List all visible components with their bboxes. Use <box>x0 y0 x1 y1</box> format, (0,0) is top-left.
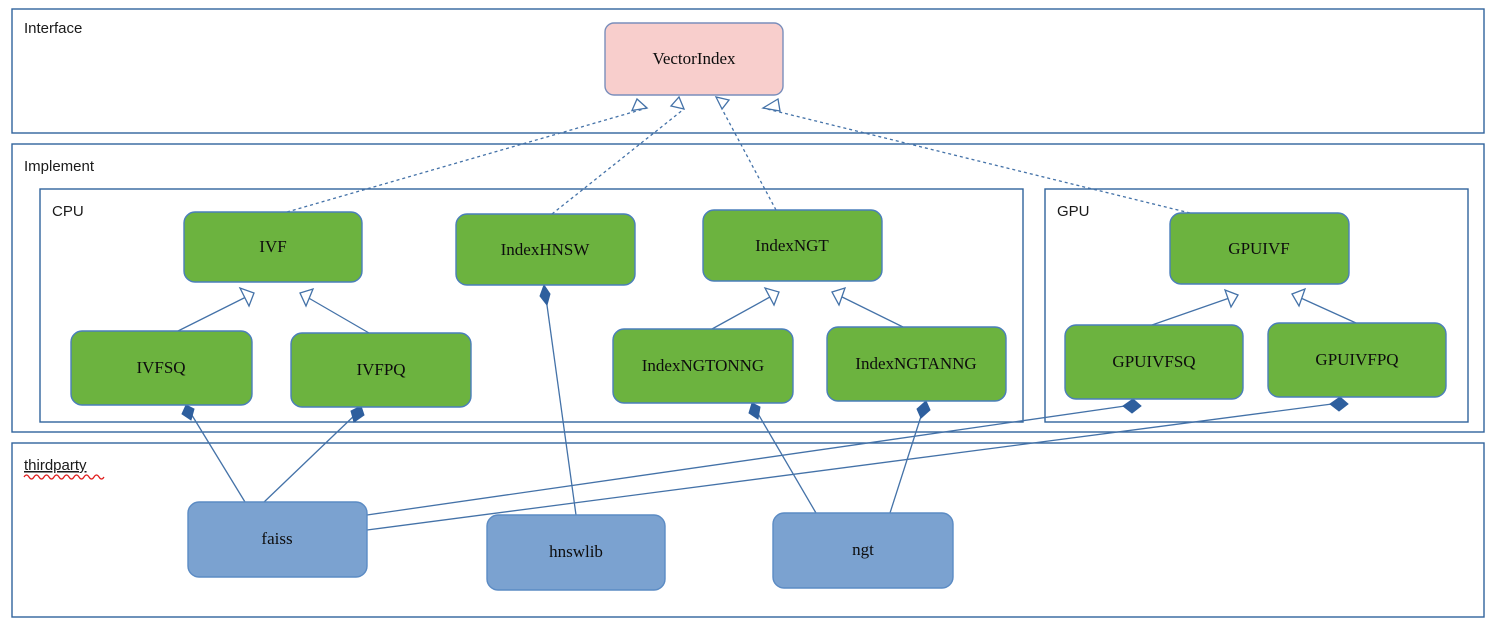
node-ivfpq-label: IVFPQ <box>356 360 405 379</box>
node-indexngtanng-rect[interactable] <box>826 326 1007 402</box>
edge-faiss-to-gpuivfsq <box>366 398 1142 516</box>
group-thirdparty-rect <box>11 442 1485 618</box>
node-faiss[interactable]: faiss <box>187 501 368 578</box>
group-interface: Interface <box>11 8 1485 134</box>
node-gpuivfsq-rect[interactable] <box>1064 324 1244 400</box>
group-interface-rect <box>11 8 1485 134</box>
node-vectorindex[interactable]: VectorIndex <box>604 22 784 96</box>
edge-ivfpq-to-ivf <box>299 287 370 334</box>
group-implement-label: Implement <box>24 158 95 175</box>
node-faiss-rect[interactable] <box>187 501 368 578</box>
edge-indexngtonng-to-indexngt <box>711 286 780 330</box>
node-indexhnsw-label: IndexHNSW <box>501 240 591 259</box>
group-cpu-label: CPU <box>52 203 84 220</box>
group-implement: Implement <box>11 143 1485 433</box>
node-indexngt-label: IndexNGT <box>755 236 829 255</box>
node-indexngtonng[interactable]: IndexNGTONNG <box>612 328 794 404</box>
node-ivfsq-label: IVFSQ <box>136 358 185 377</box>
node-ngt-label: ngt <box>852 540 874 559</box>
edge-faiss-to-ivfsq <box>181 404 246 503</box>
group-cpu: CPU <box>39 188 1024 423</box>
group-thirdparty: thirdparty <box>11 442 1485 618</box>
node-indexhnsw[interactable]: IndexHNSW <box>455 213 636 286</box>
edge-indexngtanng-to-indexngt <box>831 286 904 328</box>
node-gpuivfpq[interactable]: GPUIVFPQ <box>1267 322 1447 398</box>
node-gpuivf-rect[interactable] <box>1169 212 1350 285</box>
group-interface-label: Interface <box>24 20 82 37</box>
node-indexngtonng-rect[interactable] <box>612 328 794 404</box>
edge-ngt-to-indexngtonng <box>748 402 817 514</box>
node-ivf[interactable]: IVF <box>183 211 363 283</box>
edge-ivfsq-to-ivf <box>177 286 255 332</box>
edge-ivf-to-vectorindex <box>286 97 649 213</box>
node-indexngt[interactable]: IndexNGT <box>702 209 883 282</box>
node-indexngt-rect[interactable] <box>702 209 883 282</box>
group-gpu-rect <box>1044 188 1469 423</box>
edge-faiss-to-ivfpq <box>261 405 365 505</box>
node-ivf-label: IVF <box>259 237 286 256</box>
node-hnswlib[interactable]: hnswlib <box>486 514 666 591</box>
node-vectorindex-label: VectorIndex <box>652 49 736 68</box>
node-indexngtonng-label: IndexNGTONNG <box>642 356 764 375</box>
node-ngt-rect[interactable] <box>772 512 954 589</box>
node-gpuivf[interactable]: GPUIVF <box>1169 212 1350 285</box>
edge-gpuivfsq-to-gpuivf <box>1151 288 1239 326</box>
node-ngt[interactable]: ngt <box>772 512 954 589</box>
edge-hnswlib-to-indexhnsw <box>539 283 577 516</box>
node-faiss-label: faiss <box>261 529 292 548</box>
node-gpuivfsq-label: GPUIVFSQ <box>1112 352 1195 371</box>
node-gpuivfsq[interactable]: GPUIVFSQ <box>1064 324 1244 400</box>
node-ivfpq-rect[interactable] <box>290 332 472 408</box>
edge-gpuivf-to-vectorindex <box>761 97 1191 214</box>
node-indexngtanng-label: IndexNGTANNG <box>855 354 976 373</box>
node-ivfpq[interactable]: IVFPQ <box>290 332 472 408</box>
node-gpuivf-label: GPUIVF <box>1228 239 1289 258</box>
spellcheck-squiggle-icon <box>23 474 105 480</box>
edge-faiss-to-gpuivfpq <box>366 396 1349 531</box>
node-hnswlib-rect[interactable] <box>486 514 666 591</box>
group-cpu-rect <box>39 188 1024 423</box>
node-gpuivfpq-label: GPUIVFPQ <box>1315 350 1398 369</box>
node-indexhnsw-rect[interactable] <box>455 213 636 286</box>
node-vectorindex-rect[interactable] <box>604 22 784 96</box>
edge-indexngt-to-vectorindex <box>714 96 777 211</box>
node-ivf-rect[interactable] <box>183 211 363 283</box>
node-ivfsq[interactable]: IVFSQ <box>70 330 253 406</box>
edge-gpuivfpq-to-gpuivf <box>1291 287 1357 324</box>
group-gpu-label: GPU <box>1057 203 1090 220</box>
node-indexngtanng[interactable]: IndexNGTANNG <box>826 326 1007 402</box>
group-thirdparty-label: thirdparty <box>24 457 87 474</box>
edge-ngt-to-indexngtanng <box>889 400 931 514</box>
node-gpuivfpq-rect[interactable] <box>1267 322 1447 398</box>
edge-indexhnsw-to-vectorindex <box>551 95 686 215</box>
group-implement-rect <box>11 143 1485 433</box>
group-gpu: GPU <box>1044 188 1469 423</box>
node-ivfsq-rect[interactable] <box>70 330 253 406</box>
node-hnswlib-label: hnswlib <box>549 542 603 561</box>
